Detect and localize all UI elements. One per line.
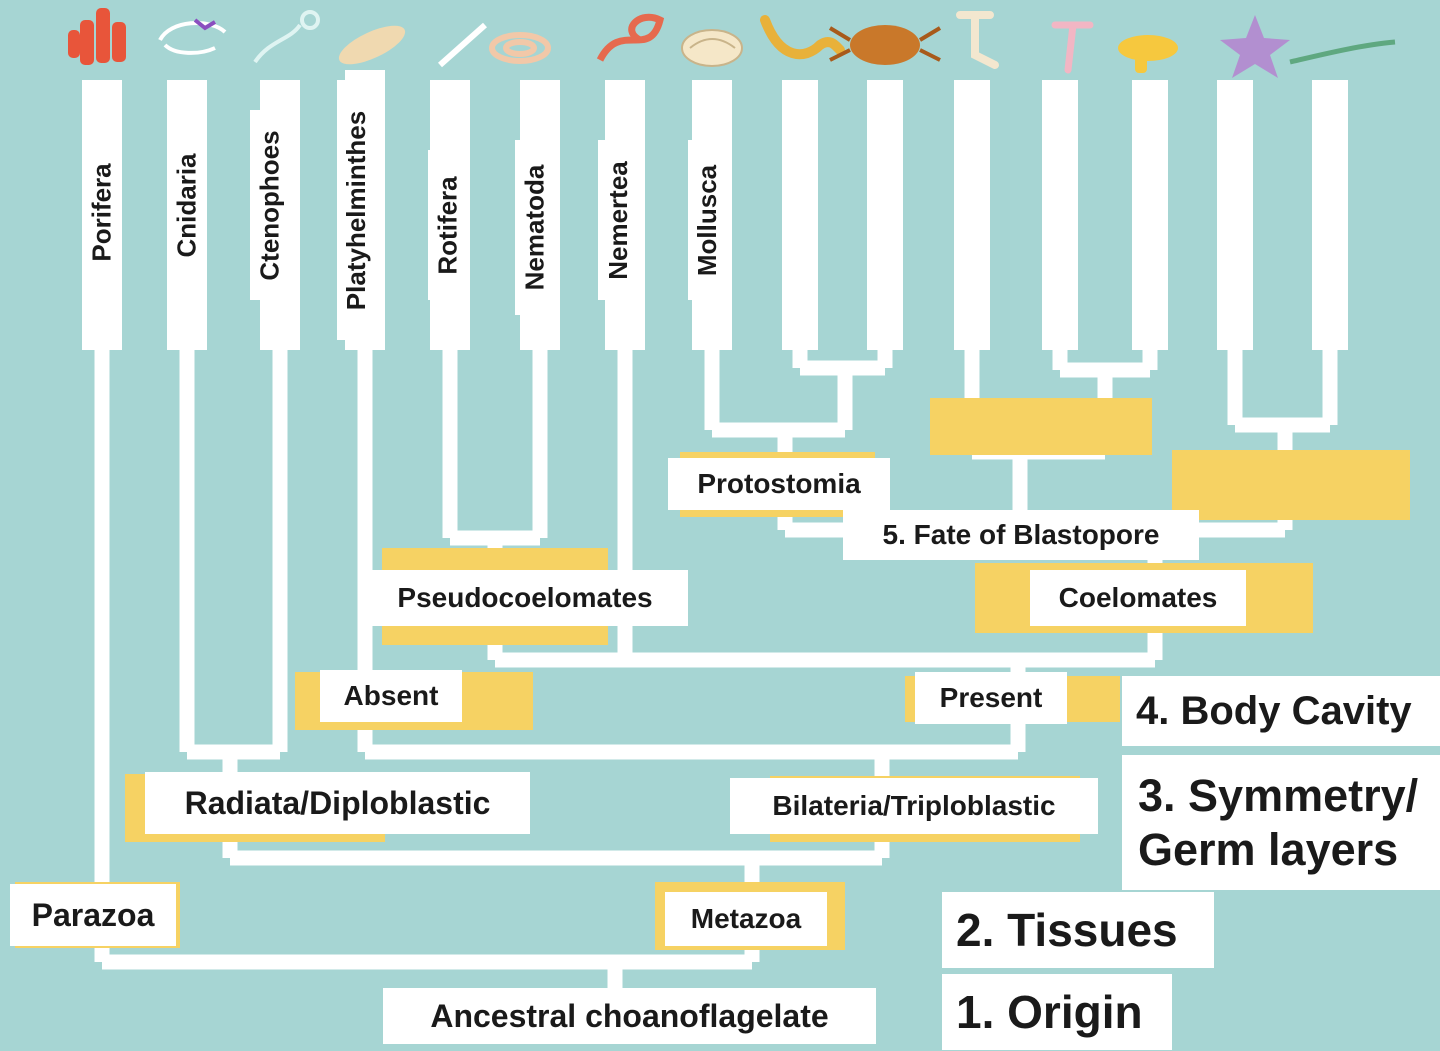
taxon-label-ctenophoes: Ctenophoes <box>250 110 290 300</box>
sponge-icon <box>68 8 126 65</box>
crab-icon <box>830 25 940 65</box>
label-parazoa: Parazoa <box>10 884 176 946</box>
label-pseudocoelomates: Pseudocoelomates <box>362 570 688 626</box>
lane-phoronida <box>1132 80 1168 350</box>
clam-icon <box>682 30 742 66</box>
flatworm-icon <box>334 18 410 72</box>
taxon-label-mollusca: Mollusca <box>688 140 728 300</box>
lane-echinodermata <box>1217 80 1253 350</box>
taxon-label-porifera: Porifera <box>82 140 122 285</box>
jellyfish-icon <box>160 20 225 53</box>
label-bilateria-triploblastic: Bilateria/Triploblastic <box>730 778 1098 834</box>
label-coelomates: Coelomates <box>1030 570 1246 626</box>
bryozoan-icon <box>960 15 995 65</box>
annelid-icon <box>765 20 840 54</box>
label-radiata-diploblastic: Radiata/Diploblastic <box>145 772 530 834</box>
lane-bryozoa <box>954 80 990 350</box>
highlight-deuterostomia <box>1172 450 1410 520</box>
label-absent: Absent <box>320 670 462 722</box>
lane-chordata <box>1312 80 1348 350</box>
sea-star-icon <box>1220 15 1290 78</box>
label-metazoa: Metazoa <box>665 892 827 946</box>
label-present: Present <box>915 672 1067 724</box>
mushroom-icon <box>1118 35 1178 73</box>
legend-symmetry-germ-layers: 3. Symmetry/ Germ layers <box>1122 755 1440 890</box>
label-protostomia: Protostomia <box>668 458 890 510</box>
lane-brachiopoda <box>1042 80 1078 350</box>
rotifer-icon <box>440 25 485 65</box>
comb-jelly-icon <box>255 12 318 62</box>
legend-origin: 1. Origin <box>942 974 1172 1050</box>
taxon-label-nemertea: Nemertea <box>598 140 638 300</box>
lane-arthropoda <box>867 80 903 350</box>
animal-icons-row <box>0 0 1440 80</box>
legend-tissues: 2. Tissues <box>942 892 1214 968</box>
highlight-lophophorate <box>930 398 1152 455</box>
taxon-label-rotifera: Rotifera <box>428 150 468 300</box>
taxon-label-platyhelminthes: Platyhelminthes <box>337 80 377 340</box>
roundworm-icon <box>492 35 548 61</box>
legend-symmetry-line2: Germ layers <box>1138 823 1398 877</box>
taxon-label-nematoda: Nematoda <box>515 140 555 315</box>
label-ancestral-choanoflagelate: Ancestral choanoflagelate <box>383 988 876 1044</box>
legend-symmetry-line1: 3. Symmetry/ <box>1138 769 1418 823</box>
lane-annelida <box>782 80 818 350</box>
label-fate-of-blastopore: 5. Fate of Blastopore <box>843 510 1199 560</box>
chordate-icon <box>1290 42 1395 62</box>
legend-body-cavity: 4. Body Cavity <box>1122 676 1440 746</box>
taxon-label-cnidaria: Cnidaria <box>167 130 207 280</box>
brachiopod-icon <box>1055 25 1090 70</box>
ribbon-worm-icon <box>600 17 660 60</box>
